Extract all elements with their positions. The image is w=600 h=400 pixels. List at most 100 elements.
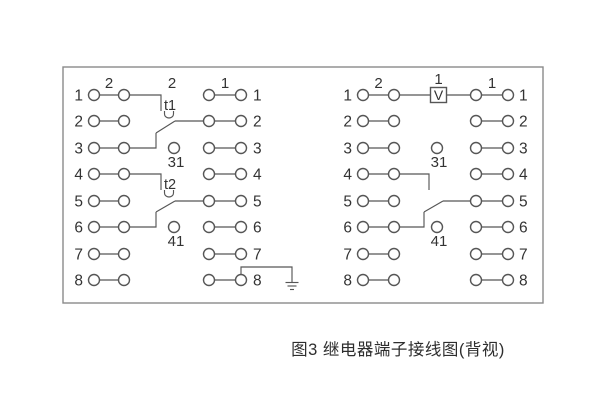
terminal-circle xyxy=(202,88,216,102)
terminal-circle xyxy=(234,194,248,208)
terminal-circle xyxy=(234,220,248,234)
terminal-circle xyxy=(387,141,401,155)
terminal-number: 6 xyxy=(253,220,262,237)
terminal-circle xyxy=(469,273,483,287)
terminal-circle xyxy=(117,141,131,155)
terminal-circle xyxy=(387,247,401,261)
terminal-circle xyxy=(387,88,401,102)
terminal-number: 6 xyxy=(519,220,528,237)
contact-riser-wire xyxy=(129,133,157,149)
terminal-circle xyxy=(117,194,131,208)
contact-riser-wire xyxy=(399,212,425,228)
terminal-circle xyxy=(387,194,401,208)
voltmeter-box xyxy=(429,86,448,104)
terminal-circle xyxy=(234,167,248,181)
terminal-number: 2 xyxy=(253,114,262,131)
figure-caption: 图3 继电器端子接线图(背视) xyxy=(291,341,505,359)
voltmeter: V1 xyxy=(399,71,471,104)
terminal-number: 4 xyxy=(74,167,83,184)
terminal-circle xyxy=(117,220,131,234)
terminal-number: 8 xyxy=(343,273,352,290)
terminal-circle xyxy=(501,167,515,181)
terminal-number: 4 xyxy=(253,167,262,184)
terminal-circle xyxy=(469,194,483,208)
terminal-number: 7 xyxy=(253,247,262,264)
terminal-circle xyxy=(356,88,370,102)
contact-blade xyxy=(155,200,176,213)
terminal-circle xyxy=(87,141,101,155)
terminal-circle xyxy=(356,114,370,128)
top-wire-label: 2 xyxy=(105,75,113,92)
free-terminal-circle xyxy=(167,220,181,234)
terminal-circle xyxy=(87,167,101,181)
terminal-circle xyxy=(202,141,216,155)
terminal-circle xyxy=(202,167,216,181)
terminal-circle xyxy=(387,167,401,181)
terminal-circle xyxy=(356,247,370,261)
voltmeter-top-label: 1 xyxy=(434,71,442,88)
terminal-circle xyxy=(117,167,131,181)
terminal-circle xyxy=(501,247,515,261)
contact-label: t1 xyxy=(164,98,176,114)
terminal-number: 1 xyxy=(74,88,83,105)
terminal-circle xyxy=(87,88,101,102)
terminal-circle xyxy=(469,141,483,155)
terminal-circle xyxy=(117,273,131,287)
terminal-circle xyxy=(87,114,101,128)
terminal-number: 8 xyxy=(74,273,83,290)
free-terminal-label: 41 xyxy=(431,233,448,250)
terminal-circle xyxy=(87,194,101,208)
terminal-number: 3 xyxy=(74,141,83,158)
voltmeter-symbol: V xyxy=(434,87,444,103)
terminal-circle xyxy=(356,141,370,155)
terminal-circle xyxy=(234,273,248,287)
terminal-circle xyxy=(202,194,216,208)
terminal-circle xyxy=(234,88,248,102)
contact-plain xyxy=(399,173,471,228)
terminal-circle xyxy=(469,220,483,234)
contact-t2: t2 xyxy=(129,173,204,228)
terminal-number: 8 xyxy=(253,273,262,290)
terminal-number: 5 xyxy=(253,194,262,211)
terminal-circle xyxy=(387,220,401,234)
terminal-number: 1 xyxy=(253,88,262,105)
terminal-number: 2 xyxy=(74,114,83,131)
terminal-circle xyxy=(202,114,216,128)
contact-fixed-wire xyxy=(129,173,162,190)
ground-connection xyxy=(240,266,299,291)
terminal-number: 4 xyxy=(343,167,352,184)
terminal-circle xyxy=(356,220,370,234)
terminal-circle xyxy=(387,114,401,128)
terminal-circle xyxy=(501,88,515,102)
terminal-number: 1 xyxy=(343,88,352,105)
terminal-number: 2 xyxy=(343,114,352,131)
contact-label: t2 xyxy=(164,177,176,193)
free-terminal-label: 31 xyxy=(431,154,448,171)
terminal-circle xyxy=(117,88,131,102)
terminal-number: 8 xyxy=(519,273,528,290)
free-terminal-circle xyxy=(430,141,444,155)
terminal-circle xyxy=(117,114,131,128)
terminal-circle xyxy=(501,114,515,128)
terminal-number: 1 xyxy=(519,88,528,105)
terminal-number: 7 xyxy=(343,247,352,264)
top-wire-label: 2 xyxy=(374,75,382,92)
terminal-number: 5 xyxy=(343,194,352,211)
ground-wire xyxy=(240,266,293,283)
terminal-number: 7 xyxy=(74,247,83,264)
terminal-circle xyxy=(87,247,101,261)
terminal-circle xyxy=(117,247,131,261)
terminal-circle xyxy=(356,194,370,208)
contact-fixed-wire xyxy=(399,173,430,190)
terminal-circle xyxy=(469,167,483,181)
time-delay-cup-icon xyxy=(163,190,175,198)
terminal-circle xyxy=(234,114,248,128)
contact-blade xyxy=(155,120,176,134)
terminal-circle xyxy=(202,273,216,287)
terminal-number: 6 xyxy=(343,220,352,237)
free-terminal-label: 31 xyxy=(168,154,185,171)
